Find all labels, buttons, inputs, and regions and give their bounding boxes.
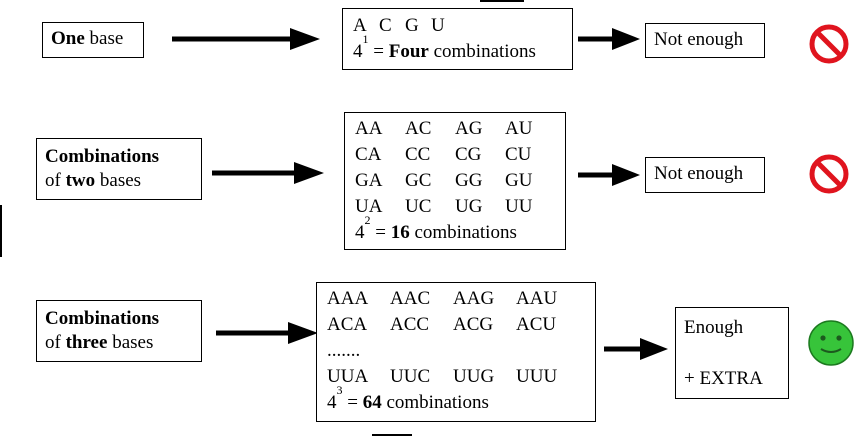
formula-eq: =	[370, 222, 391, 243]
label-two-bases: Combinations of two bases	[36, 138, 202, 200]
label-line2-post: bases	[107, 332, 154, 353]
combo-cell: UUU	[516, 366, 558, 387]
formula-exponent: 2	[364, 213, 371, 227]
combo-cell: ACG	[453, 314, 494, 335]
combo-cell: CU	[505, 144, 532, 165]
combo-cell: UC	[405, 196, 432, 217]
formula-base: 4	[355, 222, 365, 243]
combo-cell: ACU	[516, 314, 557, 335]
combo-row: AA AC AG AU	[355, 116, 555, 142]
label-one-bold: One	[51, 28, 85, 49]
combo-cell: UG	[455, 196, 483, 217]
result-box-three: Enough + EXTRA	[675, 307, 789, 399]
combo-cell: ACA	[327, 314, 368, 335]
label-line2-post: bases	[95, 170, 142, 191]
combination-box-two: AA AC AG AU CA CC CG CU GA GC GG GU UA U…	[344, 112, 566, 250]
smiley-icon	[808, 320, 854, 366]
result-extra: + EXTRA	[684, 368, 763, 389]
combo-cell: UUC	[390, 366, 431, 387]
combo-cell: GA	[355, 170, 383, 191]
combo-cell: UUA	[327, 366, 369, 387]
formula-bold: 64	[362, 392, 382, 413]
combo-cell: UUG	[453, 366, 495, 387]
arrow-icon	[216, 322, 318, 344]
arrow-icon	[212, 162, 324, 184]
combo-row: UUA UUC UUG UUU	[327, 364, 585, 390]
result-box-one: Not enough	[645, 23, 765, 58]
combo-row: ACA ACC ACG ACU	[327, 312, 585, 338]
combo-row: GA GC GG GU	[355, 168, 555, 194]
left-edge-line	[0, 205, 2, 257]
label-line2-bold: two	[65, 170, 96, 191]
no-entry-icon	[809, 154, 849, 194]
combo-cell: UU	[505, 196, 533, 217]
combo-cell: CC	[405, 144, 431, 165]
label-line1: Combinations	[45, 308, 160, 329]
label-three-bases: Combinations of three bases	[36, 300, 202, 362]
combo-cell: UA	[355, 196, 383, 217]
combo-cell: GC	[405, 170, 432, 191]
ellipsis-row: .......	[327, 338, 585, 364]
combo-cell: U	[431, 15, 445, 36]
formula-bold: 16	[390, 222, 410, 243]
combo-cell: AAU	[516, 288, 558, 309]
combo-cell: AAA	[327, 288, 369, 309]
combo-cell: GG	[455, 170, 483, 191]
combo-cell: AG	[455, 118, 483, 139]
combo-cell: AAG	[453, 288, 495, 309]
arrow-icon	[578, 28, 640, 50]
combo-cell: A	[353, 15, 367, 36]
formula-exponent: 1	[362, 32, 369, 46]
formula-base: 4	[327, 392, 337, 413]
combo-cell: GU	[505, 170, 533, 191]
formula-bold: Four	[388, 41, 429, 62]
combo-cell: G	[405, 15, 419, 36]
combination-box-three: AAA AAC AAG AAU ACA ACC ACG ACU ....... …	[316, 282, 596, 422]
combo-cell: AC	[405, 118, 432, 139]
bottom-edge-line	[372, 434, 412, 436]
formula-eq: =	[342, 392, 363, 413]
combo-cell: AA	[355, 118, 383, 139]
combo-row: A C G U	[353, 13, 562, 39]
label-line2-pre: of	[45, 170, 66, 191]
label-line2-pre: of	[45, 332, 66, 353]
formula-base: 4	[353, 41, 363, 62]
result-text: Not enough	[654, 163, 744, 184]
combo-cell: ACC	[390, 314, 430, 335]
formula-rest: combinations	[428, 41, 536, 62]
combo-row: UA UC UG UU	[355, 194, 555, 220]
result-box-two: Not enough	[645, 157, 765, 193]
result-text: Not enough	[654, 29, 744, 50]
combo-cell: AU	[505, 118, 533, 139]
combo-cell: AAC	[390, 288, 431, 309]
arrow-icon	[604, 338, 668, 360]
formula-exponent: 3	[336, 383, 343, 397]
combo-cell: CG	[455, 144, 482, 165]
result-text: Enough	[684, 317, 744, 338]
arrow-icon	[578, 164, 640, 186]
formula-rest: combinations	[381, 392, 489, 413]
combo-cell: CA	[355, 144, 382, 165]
label-line1: Combinations	[45, 146, 160, 167]
formula-eq: =	[368, 41, 389, 62]
combo-cell: C	[379, 15, 392, 36]
combo-row: AAA AAC AAG AAU	[327, 286, 585, 312]
ellipsis: .......	[327, 340, 361, 361]
label-one-rest: base	[84, 28, 124, 49]
arrow-icon	[172, 28, 320, 50]
no-entry-icon	[809, 24, 849, 64]
formula-rest: combinations	[409, 222, 517, 243]
top-edge-line	[480, 0, 524, 2]
label-one-base: One base	[42, 22, 144, 58]
label-line2-bold: three	[65, 332, 108, 353]
combo-row: CA CC CG CU	[355, 142, 555, 168]
